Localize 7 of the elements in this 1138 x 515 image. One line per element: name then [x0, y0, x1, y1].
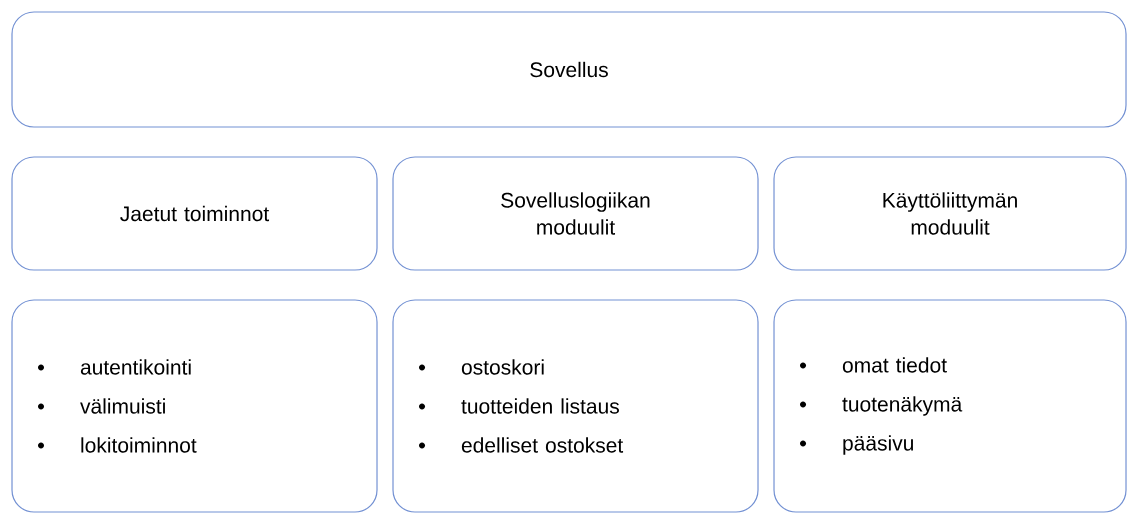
- bullet-list-box: omat tiedot tuotenäkymä pääsivu: [773, 299, 1127, 513]
- bullet-list-box: ostoskori tuotteiden listaus edelliset ostokset: [392, 299, 759, 513]
- module-box: Sovellus: [11, 11, 1127, 128]
- module-box: Jaetut toiminnot: [11, 156, 378, 271]
- module-box: Käyttöliittymän moduulit: [773, 156, 1127, 271]
- module-box: Sovelluslogiikan moduulit: [392, 156, 759, 271]
- bullet-list-box: autentikointi välimuisti lokitoiminnot: [11, 299, 378, 513]
